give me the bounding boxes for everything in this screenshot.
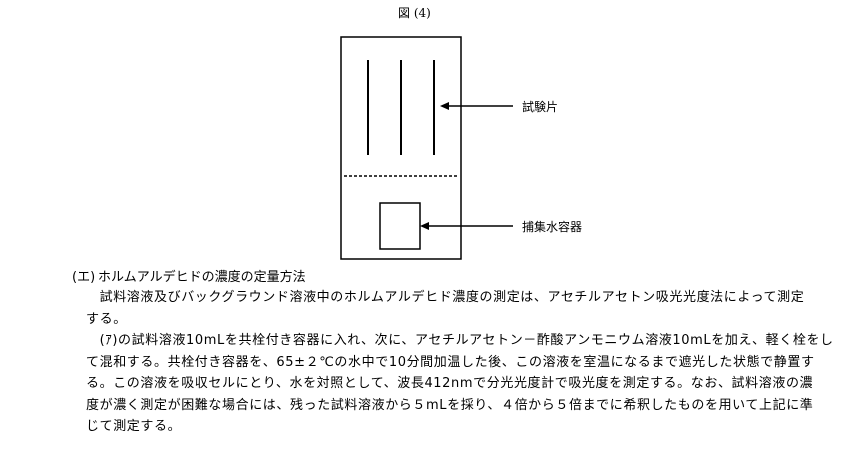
water-container-box: [379, 202, 421, 250]
section-heading: (エ)ホルムアルデヒドの濃度の定量方法: [72, 266, 306, 285]
paragraph-line: 度が濃く測定が困難な場合には、残った試料溶液から５mLを採り、４倍から５倍までに…: [86, 397, 814, 413]
container-outline: [340, 36, 462, 260]
paragraph-line: じて測定する。: [86, 419, 182, 434]
arrowhead-test-piece: [440, 102, 449, 110]
paragraph-line: る。この溶液を吸収セルにとり、水を対照として、波長412nmで分光光度計で吸光度…: [86, 376, 814, 391]
label-test-piece: 試験片: [522, 100, 559, 114]
paragraph-1: 試料溶液及びバックグラウンド溶液中のホルムアルデヒド濃度の測定は、アセチルアセト…: [86, 287, 806, 330]
paragraph-line: 試料溶液及びバックグラウンド溶液中のホルムアルデヒド濃度の測定は、アセチルアセト…: [86, 290, 805, 305]
paragraph-line: て混和する。共栓付き容器を、65±２℃の水中で10分間加温した後、この溶液を室温…: [86, 354, 815, 370]
paragraph-line: する。: [86, 311, 127, 327]
paragraph-line: (ｱ)の試料溶液10mLを共栓付き容器に入れ、次に、アセチルアセトン－酢酸アンモ…: [86, 333, 834, 348]
desiccator-diagram: [340, 36, 513, 260]
section-heading-text: ホルムアルデヒドの濃度の定量方法: [98, 270, 306, 285]
arrowhead-water-container: [420, 222, 429, 230]
paragraph-2: (ｱ)の試料溶液10mLを共栓付き容器に入れ、次に、アセチルアセトン－酢酸アンモ…: [86, 330, 834, 438]
label-water-container: 捕集水容器: [522, 220, 583, 234]
section-marker: (エ): [72, 270, 96, 285]
figure-title: 図 (4): [398, 6, 431, 20]
